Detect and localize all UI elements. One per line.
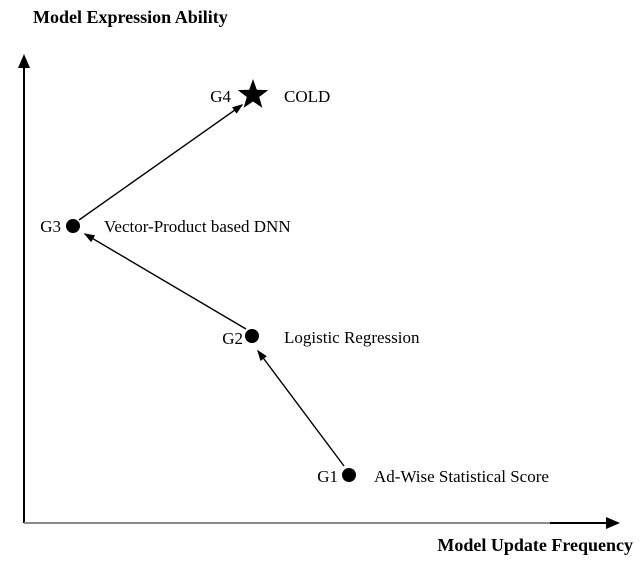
g2-name: Logistic Regression	[284, 328, 420, 347]
g1-name: Ad-Wise Statistical Score	[374, 467, 549, 486]
arrow-g3-to-g4	[78, 104, 244, 221]
g1-dot-marker	[342, 468, 356, 482]
g3-label: G3	[40, 217, 61, 236]
arrow-g2-to-g3	[83, 233, 247, 330]
g3-name: Vector-Product based DNN	[104, 217, 291, 236]
g4-label: G4	[210, 87, 231, 106]
g4-star-icon	[237, 79, 269, 108]
g3-dot-marker	[66, 219, 80, 233]
arrow-g1-to-g2	[257, 349, 345, 467]
g4-name: COLD	[284, 87, 330, 106]
y-axis-title: Model Expression Ability	[33, 7, 228, 27]
g1-label: G1	[317, 467, 338, 486]
g2-label: G2	[222, 329, 243, 348]
x-axis-title: Model Update Frequency	[437, 535, 633, 555]
g2-dot-marker	[245, 329, 259, 343]
